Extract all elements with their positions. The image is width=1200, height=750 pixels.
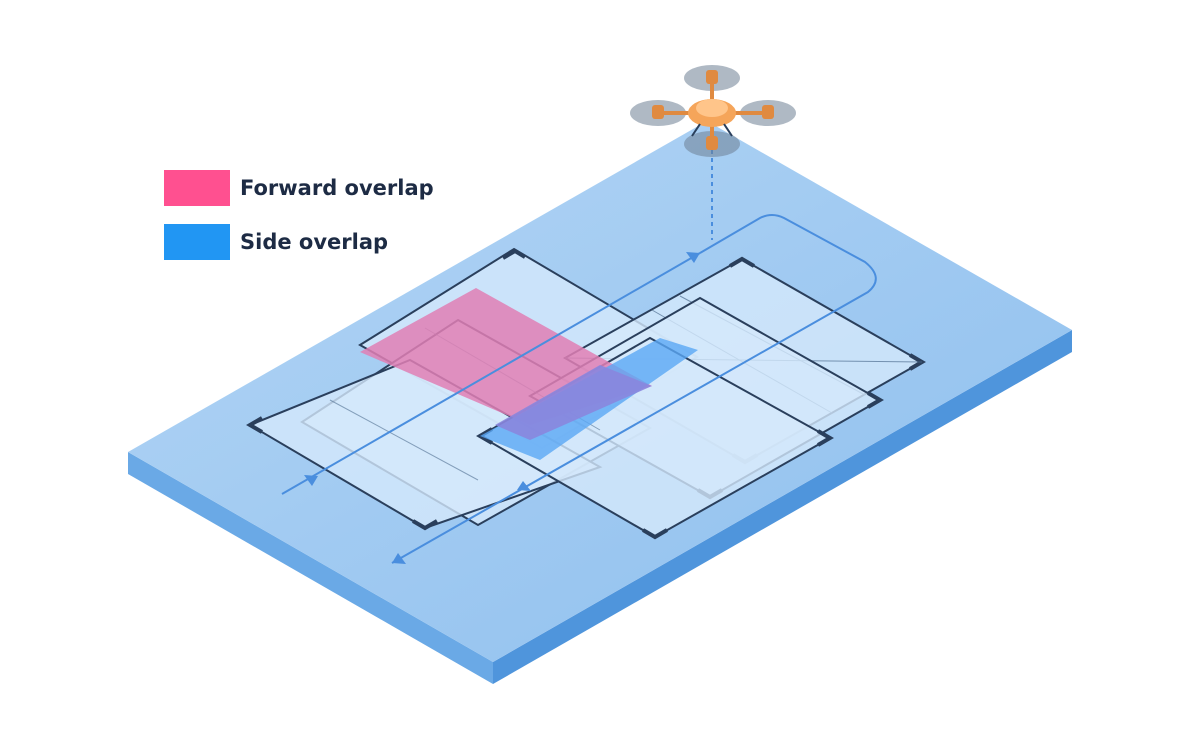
legend: Forward overlap Side overlap xyxy=(164,170,434,278)
arrow-icon xyxy=(304,252,700,564)
ground-side-left xyxy=(128,452,493,684)
legend-swatch-forward-overlap xyxy=(164,170,230,206)
flight-path xyxy=(281,150,877,564)
legend-item-side-overlap: Side overlap xyxy=(164,224,434,260)
drone-icon xyxy=(630,65,796,157)
legend-swatch-side-overlap xyxy=(164,224,230,260)
legend-item-forward-overlap: Forward overlap xyxy=(164,170,434,206)
legend-label: Side overlap xyxy=(240,230,389,254)
both-overlap-region xyxy=(495,365,652,440)
ground-side-right xyxy=(493,330,1072,684)
legend-label: Forward overlap xyxy=(240,176,434,200)
